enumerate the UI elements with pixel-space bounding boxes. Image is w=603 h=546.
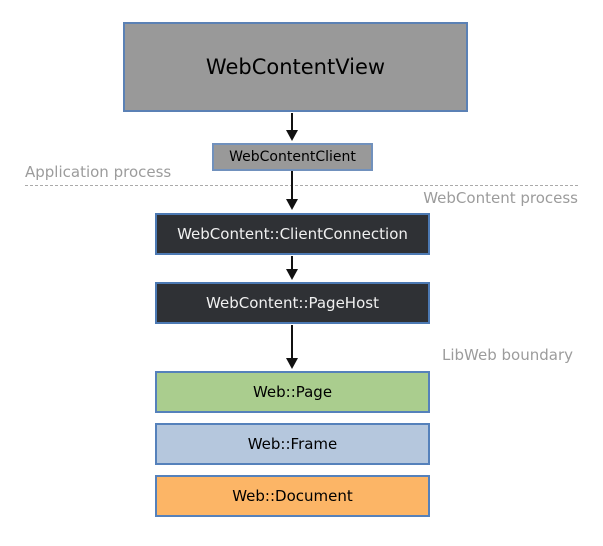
node-webcontent-pagehost: WebContent::PageHost [155,282,430,324]
node-web-content-client: WebContentClient [212,143,373,171]
libweb-boundary-label: LibWeb boundary [442,346,573,364]
node-web-content-view: WebContentView [123,22,468,112]
process-boundary-dashed-line [25,185,578,186]
node-webcontent-clientconnection: WebContent::ClientConnection [155,213,430,255]
arrow-clientconnection-to-pagehost [286,256,298,280]
node-web-document: Web::Document [155,475,430,517]
webcontent-process-label: WebContent process [423,189,578,207]
arrow-pagehost-to-page [286,325,298,369]
arrow-client-to-clientconnection [286,171,298,210]
node-web-page: Web::Page [155,371,430,413]
arrow-view-to-client [286,113,298,141]
application-process-label: Application process [25,163,172,181]
node-web-frame: Web::Frame [155,423,430,465]
